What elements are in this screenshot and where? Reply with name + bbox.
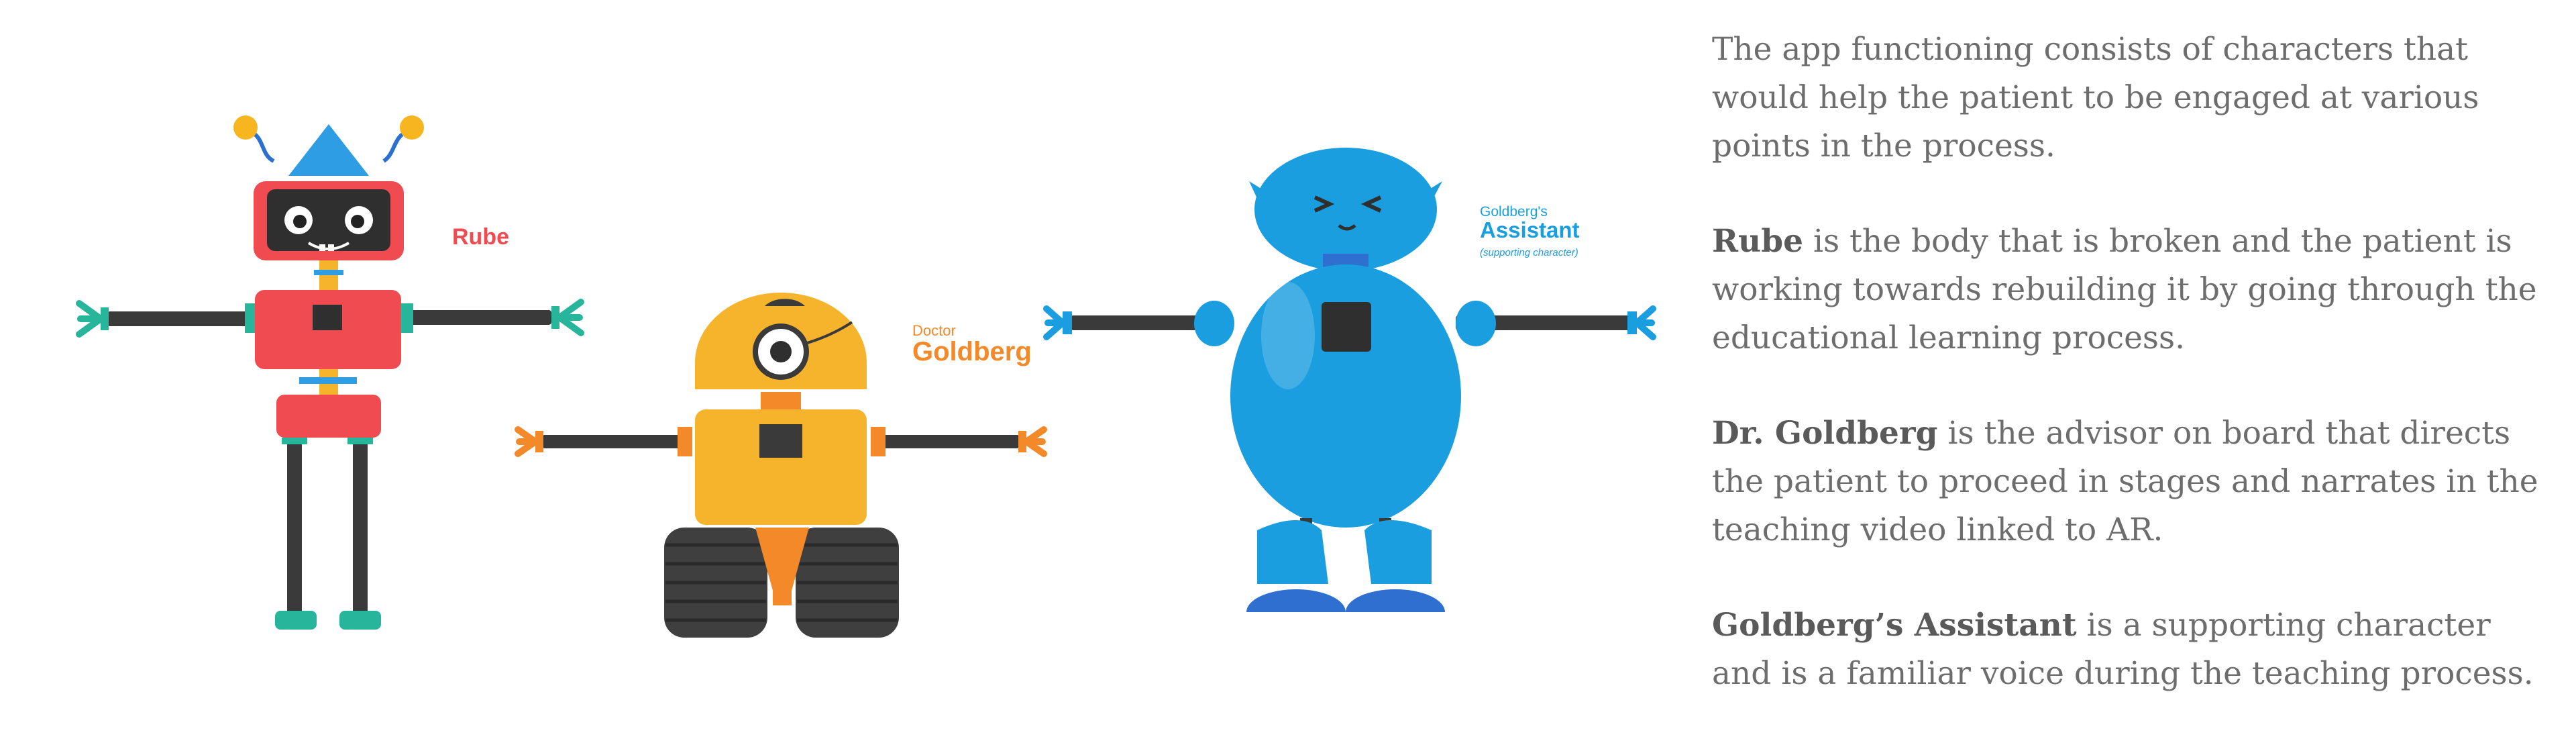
characters-illustration: Rube Doctor Goldberg Goldberg's Assistan… <box>76 115 1656 639</box>
rube-name: Rube <box>1712 223 1803 260</box>
doctor-name-label: Goldberg <box>912 337 1032 366</box>
doctor-name: Dr. Goldberg <box>1712 415 1938 452</box>
characters-svg <box>76 115 1656 639</box>
assistant-text: is a supporting character and is a famil… <box>1712 607 2534 692</box>
rube-robot <box>76 115 584 630</box>
intro-paragraph: The app functioning consists of characte… <box>1712 31 2479 164</box>
doctor-title-label: Doctor <box>912 322 956 339</box>
assistant-owner-label: Goldberg's <box>1480 204 1548 219</box>
assistant-name: Goldberg’s Assistant <box>1712 607 2077 644</box>
assistant-paragraph: Goldberg’s Assistant is a supporting cha… <box>1712 601 2551 698</box>
rube-text: is the body that is broken and the patie… <box>1712 223 2537 356</box>
doctor-goldberg-robot <box>515 293 1047 638</box>
rube-paragraph: Rube is the body that is broken and the … <box>1712 217 2551 362</box>
rube-label: Rube <box>452 224 509 250</box>
description-panel: The app functioning consists of characte… <box>1712 26 2551 745</box>
assistant-name-label: Assistant <box>1480 217 1580 242</box>
doctor-paragraph: Dr. Goldberg is the advisor on board tha… <box>1712 409 2551 554</box>
doctor-text: is the advisor on board that directs the… <box>1712 415 2538 548</box>
goldbergs-assistant-robot <box>1043 148 1656 639</box>
assistant-note-label: (supporting character) <box>1480 247 1578 258</box>
